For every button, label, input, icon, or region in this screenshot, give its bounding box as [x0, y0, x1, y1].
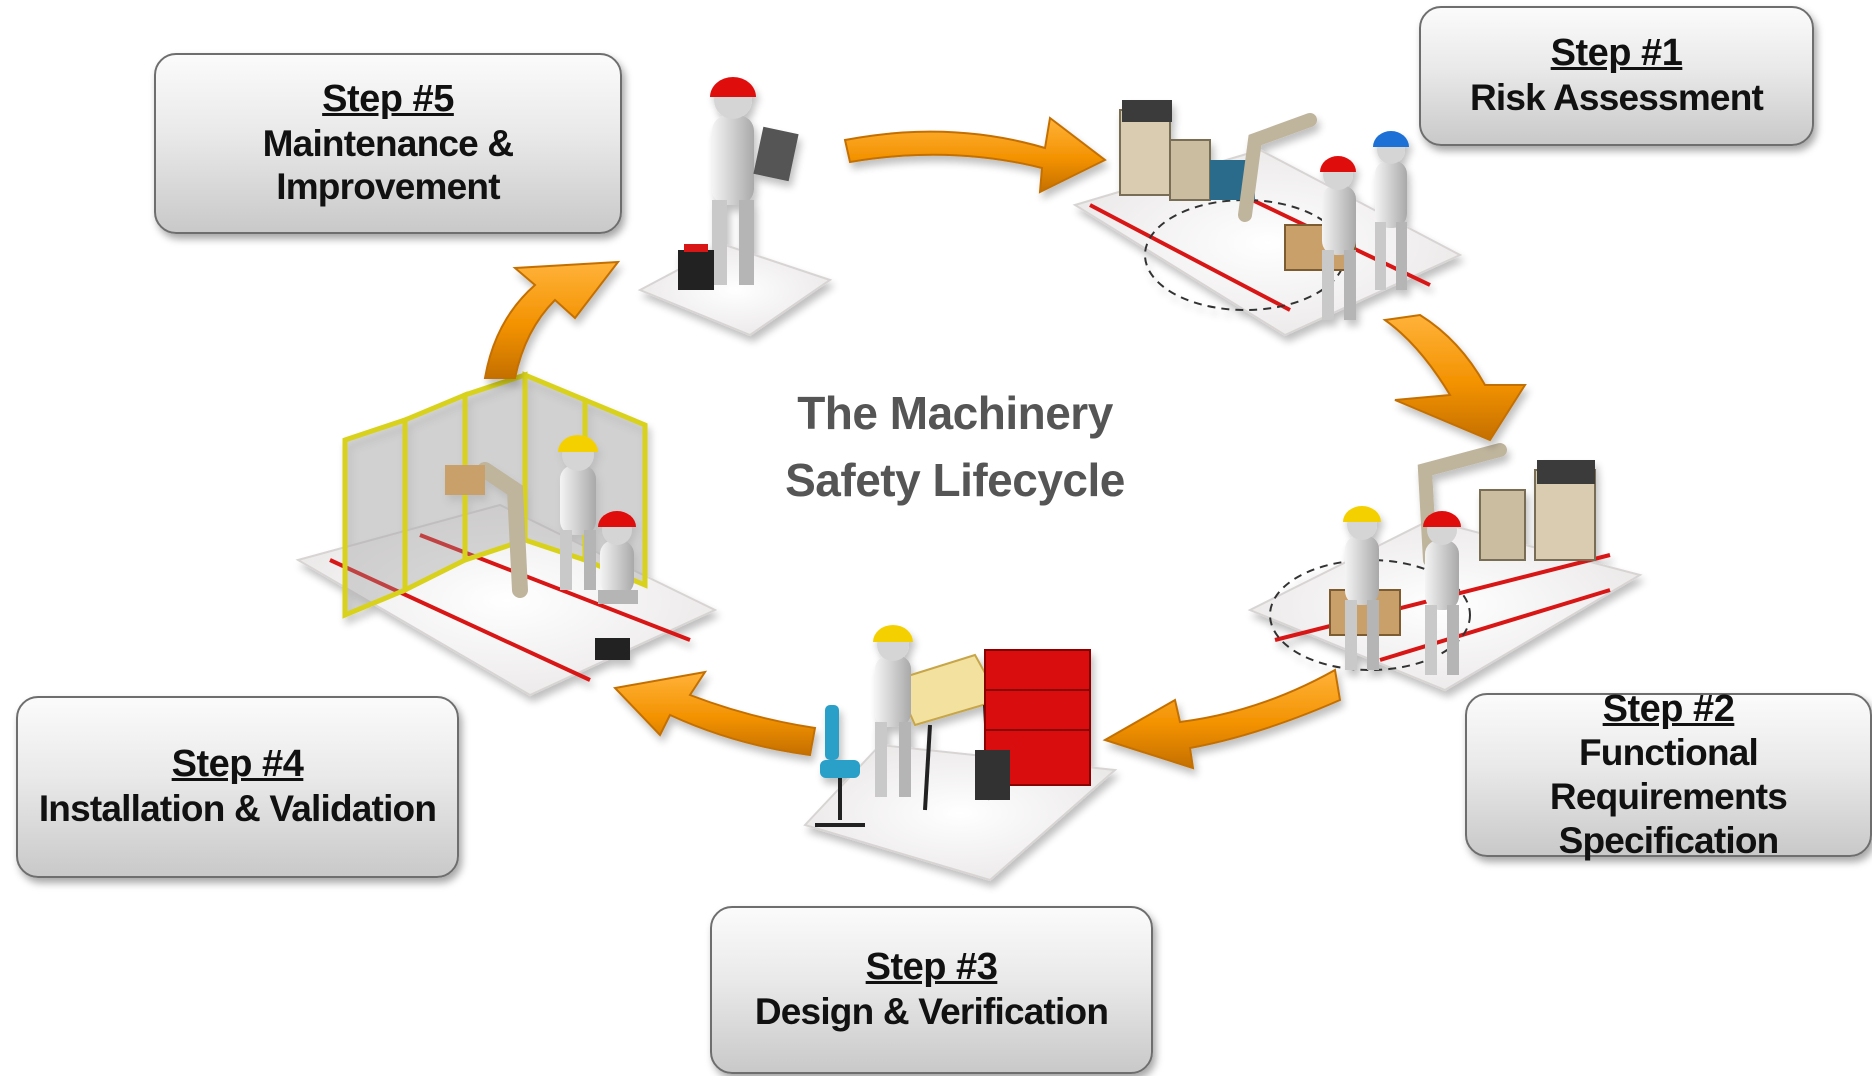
arrow-step4-to-step5	[483, 260, 621, 379]
step-title: Design & Verification	[754, 991, 1109, 1033]
scene-step2-functional-requirements	[1247, 443, 1643, 692]
step-4-box: Step #4 Installation & Validation	[16, 696, 459, 878]
diagram-title: The Machinery Safety Lifecycle	[740, 380, 1170, 513]
scene-step3-design-verification	[803, 625, 1118, 882]
worker-figure	[558, 435, 598, 590]
step-number: Step #2	[1602, 687, 1735, 730]
step-5-box: Step #5 Maintenance & Improvement	[154, 53, 622, 234]
worker-figure	[1373, 131, 1409, 290]
step-title: Maintenance & Improvement	[262, 122, 515, 208]
step-title: Functional Requirements Specification	[1549, 732, 1788, 861]
step-title: Risk Assessment	[1469, 77, 1764, 119]
step-number: Step #5	[322, 78, 454, 120]
worker-figure	[1343, 506, 1381, 670]
worker-figure	[710, 77, 799, 285]
step-1-box: Step #1 Risk Assessment	[1419, 6, 1814, 146]
step-2-box: Step #2 Functional Requirements Specific…	[1465, 688, 1872, 861]
worker-figure	[1320, 156, 1356, 320]
arrow-step5-to-step1	[843, 116, 1107, 194]
scene-step5-maintenance-improvement	[637, 77, 833, 337]
arrow-step1-to-step2	[1382, 313, 1527, 442]
worker-figure	[1423, 511, 1461, 675]
step-number: Step #4	[171, 743, 304, 786]
arrow-step2-to-step3	[1102, 668, 1342, 770]
step-title: Installation & Validation	[38, 788, 437, 830]
worker-figure	[598, 511, 638, 604]
arrow-step3-to-step4	[612, 670, 817, 757]
scene-step4-installation-validation	[295, 371, 718, 697]
diagram-title-line: The Machinery	[797, 387, 1113, 439]
worker-figure	[873, 625, 913, 797]
cycle-arrows	[483, 116, 1527, 770]
diagram-title-line: Safety Lifecycle	[785, 453, 1125, 506]
step-number: Step #3	[865, 946, 998, 989]
step-3-box: Step #3 Design & Verification	[710, 906, 1153, 1074]
scene-step1-risk-assessment	[1072, 100, 1463, 337]
step-number: Step #1	[1550, 32, 1683, 75]
